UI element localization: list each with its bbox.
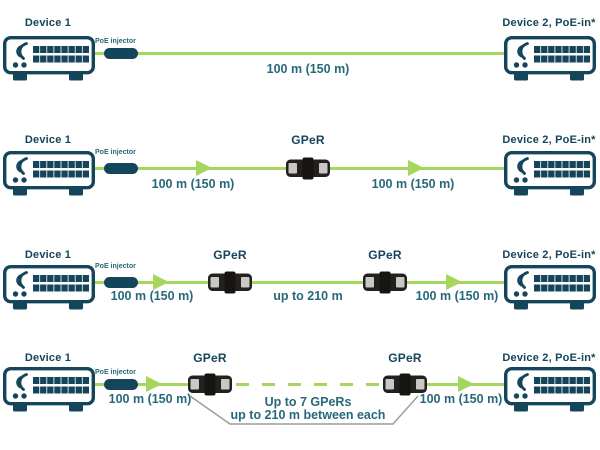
poe-injector-icon [104, 47, 138, 59]
device2-label: Device 2, PoE-in* [502, 134, 596, 146]
cable-length-label: up to 210 m [273, 289, 343, 303]
cable-length-label: 100 m (150 m) [108, 392, 192, 406]
device1-label: Device 1 [24, 134, 72, 146]
device-switch-icon [3, 367, 95, 414]
gper-repeater-icon [363, 271, 407, 293]
gper-label: GPeR [193, 351, 227, 365]
poe-injector-icon [104, 162, 138, 174]
device-switch-icon [504, 367, 596, 414]
ethernet-cable-line [95, 51, 504, 55]
callout-text-line2: up to 210 m between each [230, 408, 386, 422]
gper-label: GPeR [368, 248, 402, 262]
cable-length-label: 100 m (150 m) [266, 62, 350, 76]
device-switch-icon [3, 151, 95, 198]
gper-label: GPeR [213, 248, 247, 262]
arrow-right-icon [408, 160, 424, 176]
device2-label: Device 2, PoE-in* [502, 249, 596, 261]
arrow-right-icon [153, 274, 169, 290]
ethernet-cable-line [95, 280, 504, 284]
poe-injector-icon [104, 276, 138, 288]
cable-length-label: 100 m (150 m) [415, 289, 499, 303]
arrow-right-icon [458, 376, 474, 392]
cable-length-label: 100 m (150 m) [419, 392, 503, 406]
device-switch-icon [3, 265, 95, 312]
poe-injector-label: PoE injector [95, 263, 136, 270]
gper-repeater-icon [286, 157, 330, 179]
arrow-right-icon [446, 274, 462, 290]
device-switch-icon [504, 265, 596, 312]
device1-label: Device 1 [24, 249, 72, 261]
poe-injector-label: PoE injector [95, 38, 136, 45]
callout-bracket-line [189, 395, 419, 425]
callout-text-line1: Up to 7 GPeRs [264, 395, 352, 409]
cable-length-label: 100 m (150 m) [151, 177, 235, 191]
poe-injector-label: PoE injector [95, 369, 136, 376]
device1-label: Device 1 [24, 17, 72, 29]
device2-label: Device 2, PoE-in* [502, 352, 596, 364]
device2-label: Device 2, PoE-in* [502, 17, 596, 29]
device1-label: Device 1 [24, 352, 72, 364]
poe-injector-label: PoE injector [95, 149, 136, 156]
gper-label: GPeR [291, 133, 325, 147]
cable-length-label: 100 m (150 m) [371, 177, 455, 191]
arrow-right-icon [146, 376, 162, 392]
gper-repeater-icon [208, 271, 252, 293]
ethernet-cable-line-dashed [236, 382, 381, 386]
cable-length-label: 100 m (150 m) [110, 289, 194, 303]
device-switch-icon [504, 151, 596, 198]
poe-injector-icon [104, 378, 138, 390]
device-switch-icon [504, 36, 596, 83]
gper-label: GPeR [388, 351, 422, 365]
device-switch-icon [3, 36, 95, 83]
arrow-right-icon [196, 160, 212, 176]
